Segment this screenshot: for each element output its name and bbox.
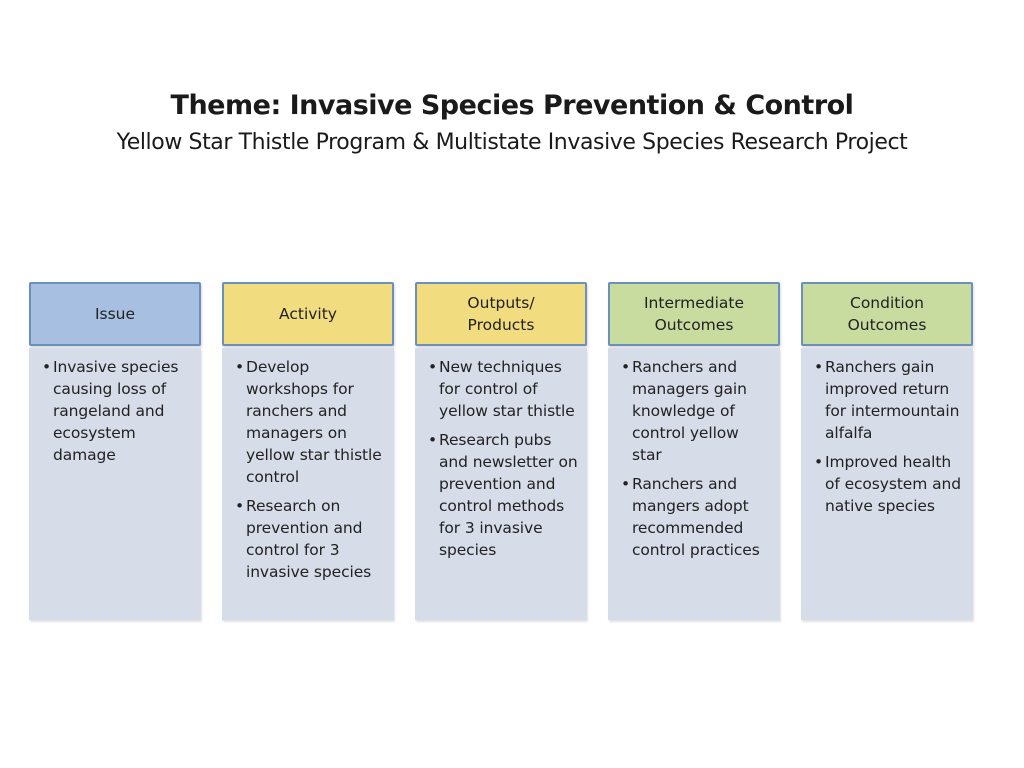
bullet-item: •Research pubs and newsletter on prevent… <box>423 429 579 561</box>
column-3: Outputs/Products •New techniques for cont… <box>415 282 587 620</box>
header-line: Outcomes <box>654 316 734 334</box>
bullet-item: •New techniques for control of yellow st… <box>423 356 579 422</box>
bullet-dot-icon: • <box>427 431 437 449</box>
bullet-item: •Develop workshops for ranchers and mana… <box>230 356 386 488</box>
bullet-dot-icon: • <box>620 475 630 493</box>
bullet-item: •Improved health of ecosystem and native… <box>809 451 965 517</box>
bullet-dot-icon: • <box>813 358 823 376</box>
bullet-item: •Ranchers and managers gain knowledge of… <box>616 356 772 466</box>
bullet-text: Ranchers and managers gain knowledge of … <box>632 358 747 464</box>
bullet-text: Improved health of ecosystem and native … <box>825 453 961 515</box>
column-header: Outputs/Products <box>415 282 587 346</box>
bullet-dot-icon: • <box>427 358 437 376</box>
bullet-dot-icon: • <box>41 358 51 376</box>
column-header-label: Activity <box>279 303 337 325</box>
header-line: Condition <box>850 294 924 312</box>
bullet-text: Ranchers gain improved return for interm… <box>825 358 960 442</box>
bullet-item: •Ranchers gain improved return for inter… <box>809 356 965 444</box>
column-body: •New techniques for control of yellow st… <box>415 348 587 620</box>
bullet-text: Ranchers and mangers adopt recommended c… <box>632 475 760 559</box>
bullet-dot-icon: • <box>620 358 630 376</box>
header-line: Intermediate <box>643 294 744 312</box>
column-body: •Ranchers gain improved return for inter… <box>801 348 973 620</box>
column-body: •Develop workshops for ranchers and mana… <box>222 348 394 620</box>
header-line: Outputs/ <box>467 294 535 312</box>
bullet-text: Research pubs and newsletter on preventi… <box>439 431 578 559</box>
bullet-item: •Ranchers and mangers adopt recommended … <box>616 473 772 561</box>
header-line: Outcomes <box>847 316 927 334</box>
page-subtitle: Yellow Star Thistle Program & Multistate… <box>116 130 908 155</box>
header-line: Issue <box>94 305 136 323</box>
column-body: •Ranchers and managers gain knowledge of… <box>608 348 780 620</box>
column-header: Activity <box>222 282 394 346</box>
bullet-item: •Invasive species causing loss of rangel… <box>37 356 193 466</box>
bullet-text: New techniques for control of yellow sta… <box>439 358 575 420</box>
bullet-dot-icon: • <box>234 497 244 515</box>
bullet-text: Develop workshops for ranchers and manag… <box>246 358 382 486</box>
column-header-label: Outputs/Products <box>467 292 534 336</box>
bullet-text: Invasive species causing loss of rangela… <box>53 358 179 464</box>
column-header-label: Issue <box>95 303 135 325</box>
bullet-dot-icon: • <box>813 453 823 471</box>
page-title: Theme: Invasive Species Prevention & Con… <box>170 90 854 121</box>
header-line: Products <box>467 316 535 334</box>
column-2: Activity •Develop workshops for ranchers … <box>222 282 394 620</box>
header-line: Activity <box>279 305 337 323</box>
bullet-text: Research on prevention and control for 3… <box>246 497 372 581</box>
column-1: Issue •Invasive species causing loss of r… <box>29 282 201 620</box>
bullet-item: •Research on prevention and control for … <box>230 495 386 583</box>
column-header: Issue <box>29 282 201 346</box>
column-body: •Invasive species causing loss of rangel… <box>29 348 201 620</box>
bullet-dot-icon: • <box>234 358 244 376</box>
